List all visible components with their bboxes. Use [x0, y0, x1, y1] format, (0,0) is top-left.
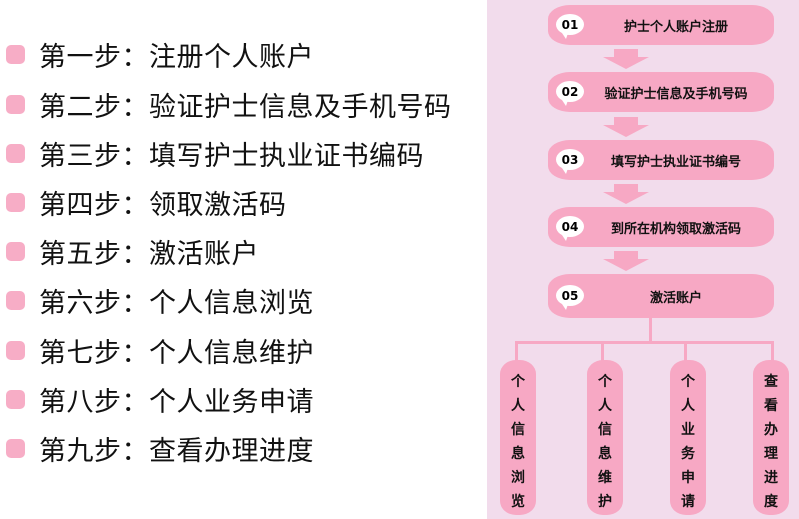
flowchart-panel: 01 护士个人账户注册 02 验证护士信息及手机号码 03 填写护士执业证书编号… [487, 0, 799, 519]
step-label: 第一步：注册个人账户 [39, 41, 314, 73]
connector-line [515, 341, 518, 363]
branch-char: 办 [764, 422, 778, 438]
bullet-icon [6, 389, 25, 409]
bullet-icon [6, 44, 25, 64]
step-item: 第四步：领取激活码 [6, 182, 287, 222]
step-number-bubble: 01 [556, 14, 584, 39]
step-label: 第八步：个人业务申请 [39, 386, 314, 418]
flow-box-label: 填写护士执业证书编号 [610, 154, 741, 170]
bullet-icon [6, 438, 25, 458]
step-number-bubble: 05 [556, 285, 584, 310]
branch-char: 览 [511, 494, 525, 510]
branch-char: 度 [764, 494, 778, 510]
connector-line [649, 318, 652, 344]
bullet-icon [6, 290, 25, 310]
step-item: 第五步：激活账户 [6, 231, 259, 271]
step-item: 第九步：查看办理进度 [6, 428, 314, 468]
bullet-icon [6, 192, 25, 212]
step-number-bubble: 04 [556, 216, 584, 241]
connector-line [515, 341, 774, 344]
branch-char: 申 [681, 470, 695, 486]
step-item: 第二步：验证护士信息及手机号码 [6, 84, 452, 124]
flow-box-label: 到所在机构领取激活码 [610, 221, 741, 237]
step-label: 第七步：个人信息维护 [39, 337, 314, 369]
step-label: 第三步：填写护士执业证书编码 [39, 140, 424, 172]
step-item: 第一步：注册个人账户 [6, 34, 314, 74]
step-item: 第八步：个人业务申请 [6, 379, 314, 419]
flow-box-3: 03 填写护士执业证书编号 [548, 140, 774, 180]
bullet-icon [6, 340, 25, 360]
connector-line [771, 341, 774, 363]
connector-line [601, 341, 604, 363]
flow-box-label: 激活账户 [649, 290, 702, 306]
step-label: 第九步：查看办理进度 [39, 435, 314, 467]
branch-char: 浏 [511, 470, 525, 486]
branch-char: 人 [511, 398, 525, 414]
flow-box-5: 05 激活账户 [548, 274, 774, 318]
branch-char: 看 [764, 398, 778, 414]
branch-char: 维 [598, 470, 612, 486]
branch-char: 请 [681, 494, 695, 510]
flow-box-label: 护士个人账户注册 [623, 19, 728, 35]
branch-char: 查 [764, 374, 778, 390]
step-label: 第六步：个人信息浏览 [39, 287, 314, 319]
step-item: 第三步：填写护士执业证书编码 [6, 133, 424, 173]
branch-box-view-progress: 查 看 办 理 进 度 [753, 360, 789, 515]
flow-box-1: 01 护士个人账户注册 [548, 5, 774, 45]
step-number-bubble: 02 [556, 81, 584, 106]
step-list: 第一步：注册个人账户 第二步：验证护士信息及手机号码 第三步：填写护士执业证书编… [6, 34, 452, 468]
step-label: 第五步：激活账户 [39, 238, 259, 270]
flow-box-label: 验证护士信息及手机号码 [604, 86, 748, 102]
step-label: 第四步：领取激活码 [39, 189, 287, 221]
branch-char: 息 [511, 446, 525, 462]
bullet-icon [6, 143, 25, 163]
step-item: 第六步：个人信息浏览 [6, 280, 314, 320]
branch-box-info-maintain: 个 人 信 息 维 护 [587, 360, 623, 515]
flow-box-2: 02 验证护士信息及手机号码 [548, 72, 774, 112]
branch-char: 个 [598, 374, 612, 390]
branch-char: 务 [681, 446, 695, 462]
branch-char: 个 [511, 374, 525, 390]
branch-char: 息 [598, 446, 612, 462]
bullet-icon [6, 241, 25, 261]
branch-char: 进 [764, 470, 778, 486]
step-number-bubble: 03 [556, 149, 584, 174]
branch-char: 个 [681, 374, 695, 390]
branch-char: 信 [511, 422, 525, 438]
connector-line [684, 341, 687, 363]
branch-char: 业 [681, 422, 695, 438]
branch-char: 人 [681, 398, 695, 414]
branch-char: 护 [598, 494, 612, 510]
flow-box-4: 04 到所在机构领取激活码 [548, 207, 774, 247]
branch-char: 理 [764, 446, 778, 462]
bullet-icon [6, 94, 25, 114]
branch-box-info-browse: 个 人 信 息 浏 览 [500, 360, 536, 515]
branch-char: 信 [598, 422, 612, 438]
branch-char: 人 [598, 398, 612, 414]
branch-box-business-apply: 个 人 业 务 申 请 [670, 360, 706, 515]
step-label: 第二步：验证护士信息及手机号码 [39, 91, 452, 123]
step-item: 第七步：个人信息维护 [6, 330, 314, 370]
